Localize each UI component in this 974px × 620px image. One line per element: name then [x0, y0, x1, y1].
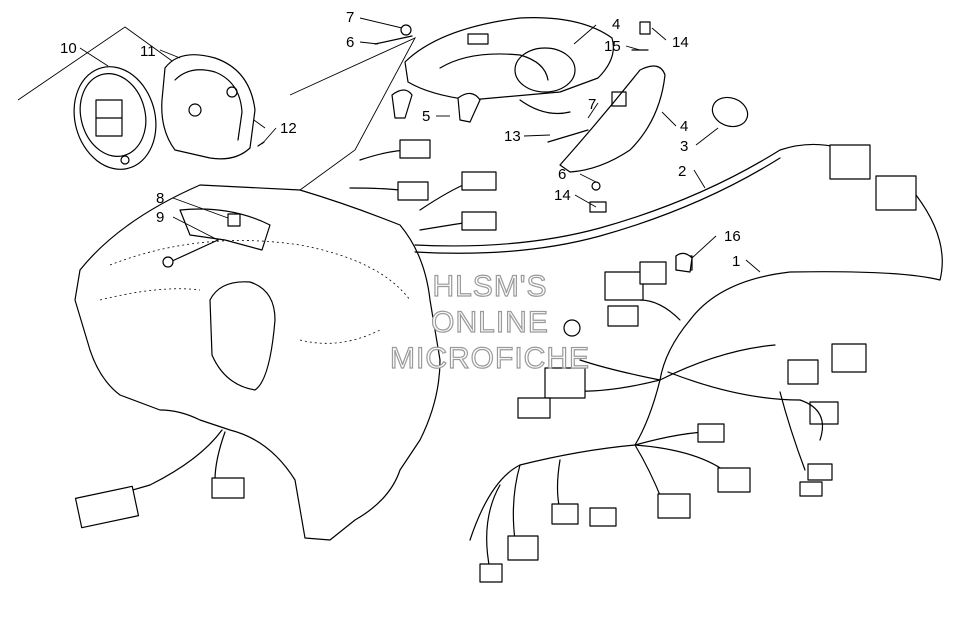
small-brackets: [589, 21, 651, 213]
callout-13: 13: [504, 128, 521, 145]
upper-cover: [404, 17, 614, 101]
harness-connectors: [479, 255, 867, 583]
callout-3: 3: [680, 138, 688, 155]
clamp-ring: [711, 96, 749, 128]
callout-10: 10: [60, 40, 77, 57]
gauge-harness: [349, 139, 497, 231]
callout-14-upper: 14: [672, 34, 689, 51]
callout-2: 2: [678, 163, 686, 180]
callout-16: 16: [724, 228, 741, 245]
watermark-line-2: ONLINE: [431, 305, 549, 339]
side-cover: [519, 65, 666, 173]
watermark-line-3: MICROFICHE: [389, 341, 590, 375]
callout-8: 8: [156, 190, 164, 207]
callout-9: 9: [156, 209, 164, 226]
callout-4-upper: 4: [612, 16, 620, 33]
callout-5: 5: [422, 108, 430, 125]
watermark-line-1: HLSM'S: [432, 269, 548, 303]
cover-screws: [374, 24, 601, 191]
callout-labels: 1 2 3 4 4 5 6 6 7 7 8 9 10 11 12 13 14 1…: [60, 9, 741, 270]
callout-7-upper: 7: [346, 9, 354, 26]
callout-7-lower: 7: [588, 96, 596, 113]
trim-pieces: [391, 89, 481, 123]
dash-wiring-left: [74, 429, 245, 529]
callout-12: 12: [280, 120, 297, 137]
callout-leaders: [79, 17, 761, 273]
callout-1: 1: [732, 253, 740, 270]
main-harness-1: [469, 299, 801, 571]
harness-clip: [675, 252, 693, 273]
gauge-housing: [161, 54, 256, 160]
callout-14-lower: 14: [554, 187, 571, 204]
callout-15: 15: [604, 38, 621, 55]
speedometer-gauge: [73, 66, 157, 170]
fairing-bolt: [162, 239, 219, 268]
callout-4-side: 4: [680, 118, 688, 135]
callout-6-upper: 6: [346, 34, 354, 51]
callout-6-lower: 6: [558, 166, 566, 183]
front-fairing: [74, 184, 441, 541]
callout-11: 11: [140, 43, 156, 60]
main-harness-2: [414, 143, 943, 321]
